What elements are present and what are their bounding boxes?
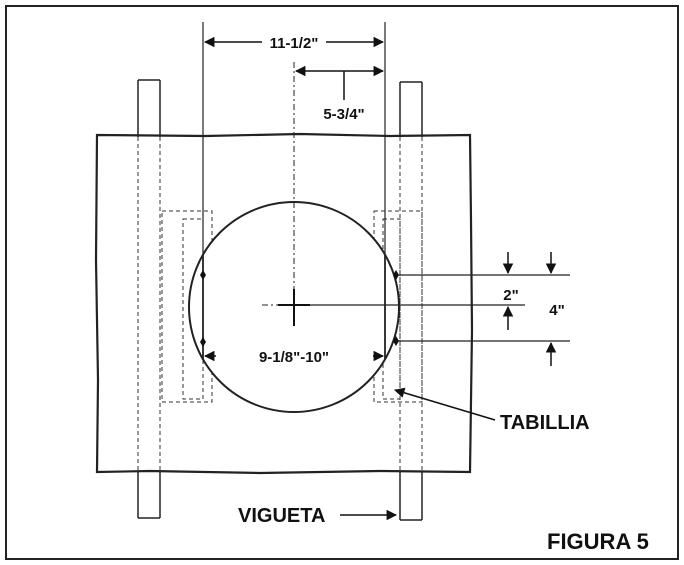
figure-caption: FIGURA 5 — [547, 529, 649, 554]
joist-left — [137, 79, 161, 519]
center-mark — [278, 289, 310, 326]
tabillia-label: TABILLIA — [500, 412, 590, 434]
ceiling-panel — [94, 132, 474, 475]
dim-outer-spacing-label: 4" — [549, 302, 564, 319]
dim-half-width-label: 5-3/4" — [323, 106, 364, 123]
dim-half-width — [294, 65, 385, 100]
extension-lines — [202, 22, 386, 255]
vigueta-label: VIGUETA — [238, 505, 325, 527]
spacing-reference-lines — [310, 274, 570, 342]
dim-inner-spacing-label: 2" — [503, 287, 518, 304]
chord-points — [200, 270, 399, 347]
dim-cutout-width-label: 9-1/8"-10" — [259, 349, 329, 366]
dim-overall-width-label: 11-1/2" — [270, 35, 319, 52]
outer-frame — [5, 5, 679, 560]
joist-right — [399, 81, 423, 521]
tabillia-leader — [393, 387, 496, 421]
